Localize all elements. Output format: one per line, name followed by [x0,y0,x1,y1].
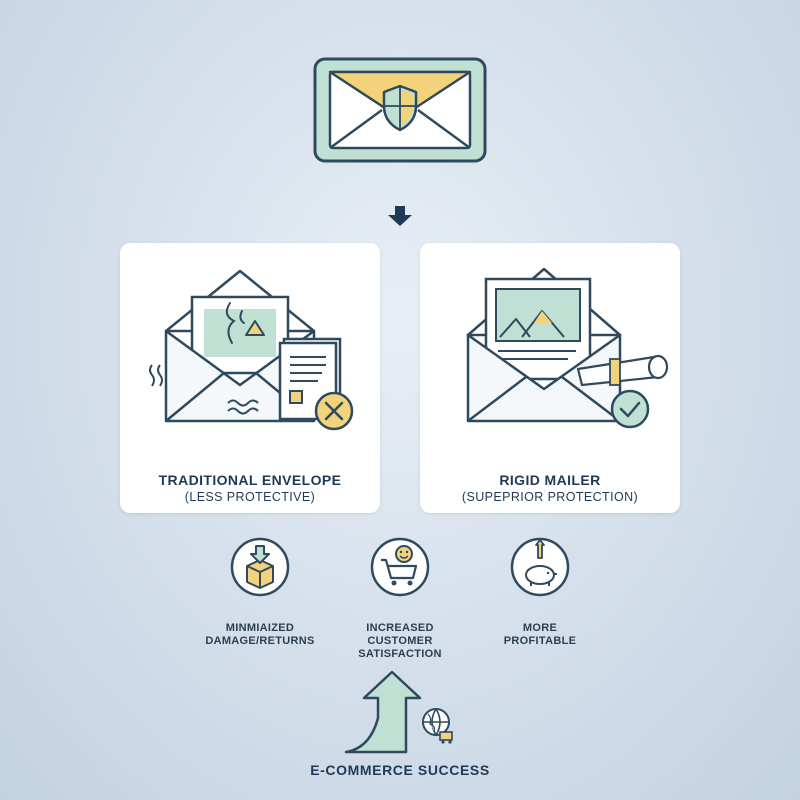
cart-smiley-icon [370,537,430,597]
rigid-mailer-card: RIGID MAILER (SUPEPRIOR PROTECTION) [420,243,680,513]
benefit-customer-satisfaction: INCREASED CUSTOMER SATISFACTION [340,536,460,660]
arrow-down-icon [388,206,412,226]
success-graphic [340,668,464,754]
benefit-label-customer-satisfaction: INCREASED CUSTOMER SATISFACTION [358,622,442,660]
x-circle-icon [314,391,354,431]
shield-envelope-icon [313,57,487,163]
benefit-profitable: MORE PROFITABLE [480,536,600,647]
torn-envelope-icon [164,269,316,423]
top-mailer [312,56,488,164]
piggy-bank-icon [510,537,570,597]
benefit-damage-returns: MINMIAIZED DAMAGE/RETURNS [200,536,320,647]
success-label: E-COMMERCE SUCCESS [310,762,490,778]
picture-envelope-icon [466,267,622,423]
shake-lines-icon [149,364,163,387]
benefit-label-damage-returns: MINMIAIZED DAMAGE/RETURNS [205,622,315,647]
traditional-envelope-title: TRADITIONAL ENVELOPE [158,472,342,488]
traditional-envelope-subtitle: (LESS PROTECTIVE) [184,490,316,504]
box-down-arrow-icon [230,537,290,597]
scroll-icon [576,354,669,387]
traditional-envelope-card: TRADITIONAL ENVELOPE (LESS PROTECTIVE) [120,243,380,513]
flow-arrow [386,204,414,228]
benefit-label-profitable: MORE PROFITABLE [503,622,577,647]
check-circle-icon [610,389,650,429]
growth-arrow-globe-icon [344,670,453,754]
rigid-mailer-subtitle: (SUPEPRIOR PROTECTION) [461,490,639,504]
rigid-mailer-title: RIGID MAILER [499,472,601,488]
